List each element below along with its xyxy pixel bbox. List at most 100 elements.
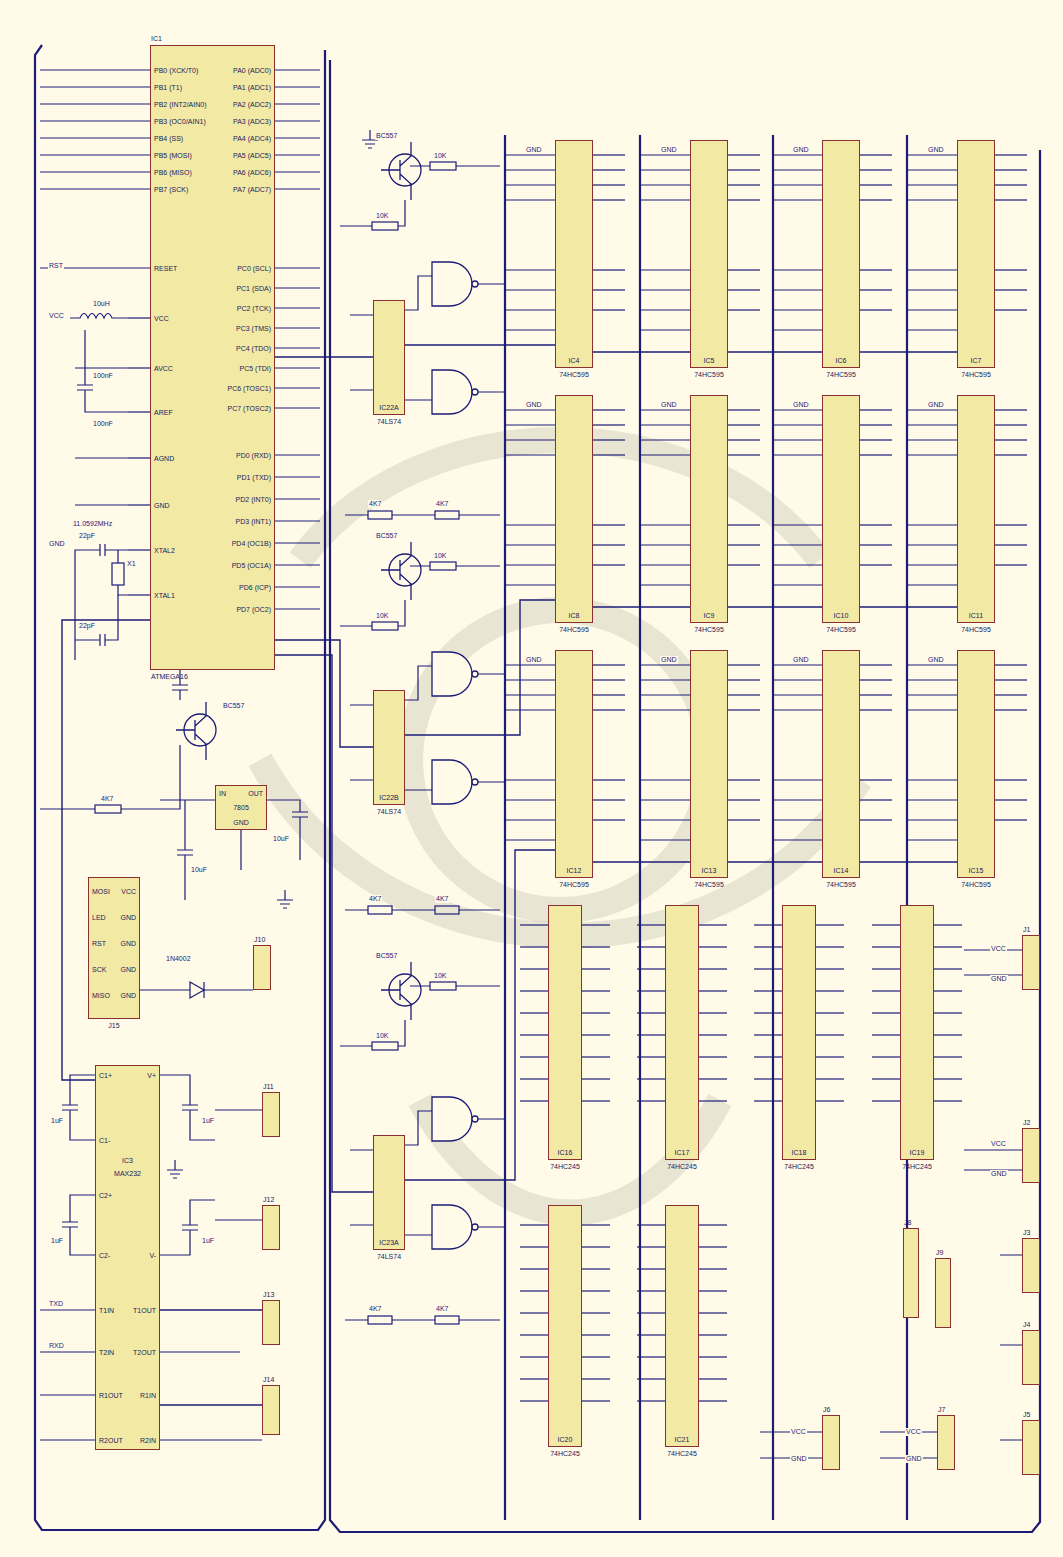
buffer-chip: IC2074HC245 [548, 1205, 582, 1447]
wire [995, 664, 1027, 665]
wire [773, 184, 822, 185]
wire [699, 1034, 727, 1035]
wire [520, 924, 548, 925]
pin-label: PA5 (ADC5) [233, 152, 271, 160]
wire [275, 120, 320, 121]
wire [728, 199, 760, 200]
wire [640, 289, 690, 290]
wire [699, 1312, 727, 1313]
wire [637, 1356, 665, 1357]
part-reference: IC22A [379, 404, 398, 412]
wire [275, 407, 320, 408]
wire [872, 1012, 900, 1013]
pin-label: PD0 (RXD) [236, 452, 271, 460]
wire [860, 154, 892, 155]
wire [593, 199, 625, 200]
wire [593, 169, 625, 170]
wire [637, 1224, 665, 1225]
wire [128, 411, 150, 412]
wire [934, 1034, 962, 1035]
wire [505, 799, 555, 800]
wire [907, 454, 957, 455]
wire [995, 819, 1027, 820]
net-label: 10uF [272, 835, 290, 843]
part-reference: J9 [936, 1249, 943, 1257]
wire [593, 564, 625, 565]
net-label: GND [660, 401, 678, 409]
part-reference: J7 [938, 1406, 945, 1414]
wire [275, 367, 320, 368]
connector: J5 [1022, 1420, 1040, 1475]
wire [699, 1268, 727, 1269]
wire [275, 327, 320, 328]
pin-label: PA2 (ADC2) [233, 101, 271, 109]
wire [907, 269, 957, 270]
pin-label: T1IN [99, 1307, 114, 1315]
pin-label: PC2 (TCK) [237, 305, 271, 313]
wire [505, 184, 555, 185]
wire [934, 946, 962, 947]
wire [728, 524, 760, 525]
wire [582, 1034, 610, 1035]
wire [505, 544, 555, 545]
part-reference: IC7 [971, 357, 982, 365]
wire [773, 169, 822, 170]
wire [728, 269, 760, 270]
pin-label: AGND [154, 455, 174, 463]
wire [637, 1012, 665, 1013]
wire [582, 1224, 610, 1225]
part-number: 74HC245 [550, 1450, 580, 1458]
wire [773, 424, 822, 425]
pin-label: GND [154, 502, 170, 510]
wire [520, 1246, 548, 1247]
wire [773, 199, 822, 200]
wire [907, 424, 957, 425]
signal-wire [405, 850, 555, 1180]
part-reference: IC4 [569, 357, 580, 365]
part-reference: J5 [1023, 1411, 1030, 1419]
pin-label: GND [120, 966, 136, 974]
wire [995, 169, 1027, 170]
net-label: 10uF [190, 866, 208, 874]
wire [40, 69, 150, 70]
wire [505, 409, 555, 410]
pin-label: C1+ [99, 1072, 112, 1080]
wire [860, 439, 892, 440]
flip-flop-chip: IC22B74LS74 [373, 690, 405, 805]
wire [40, 137, 150, 138]
wire [593, 269, 625, 270]
wire [593, 709, 625, 710]
net-label: 4K7 [435, 1305, 449, 1313]
wire [773, 584, 822, 585]
wire [275, 387, 320, 388]
pin-label: VCC [121, 888, 136, 896]
wire [505, 664, 555, 665]
wire [505, 329, 555, 330]
net-label: GND [660, 146, 678, 154]
part-reference: IC13 [702, 867, 717, 875]
pin-label: XTAL1 [154, 592, 175, 600]
wire [275, 542, 320, 543]
shift-register-chip: IC1374HC595 [690, 650, 728, 878]
wire [593, 524, 625, 525]
signal-wire [728, 861, 822, 862]
wire [773, 409, 822, 410]
wire [637, 1034, 665, 1035]
pin-label: T2IN [99, 1349, 114, 1357]
shift-register-chip: IC574HC595 [690, 140, 728, 368]
wire [907, 524, 957, 525]
shift-register-chip: IC1174HC595 [957, 395, 995, 623]
wire [860, 819, 892, 820]
pin-label: VCC [154, 315, 169, 323]
wire [275, 564, 320, 565]
wire [582, 1378, 610, 1379]
wire [754, 946, 782, 947]
net-label: 10K [433, 972, 447, 980]
signal-wire [275, 640, 373, 747]
wire [275, 307, 320, 308]
wire [520, 1268, 548, 1269]
wire [995, 564, 1027, 565]
wire [773, 524, 822, 525]
wire [699, 1012, 727, 1013]
pin-label: R2OUT [99, 1437, 123, 1445]
